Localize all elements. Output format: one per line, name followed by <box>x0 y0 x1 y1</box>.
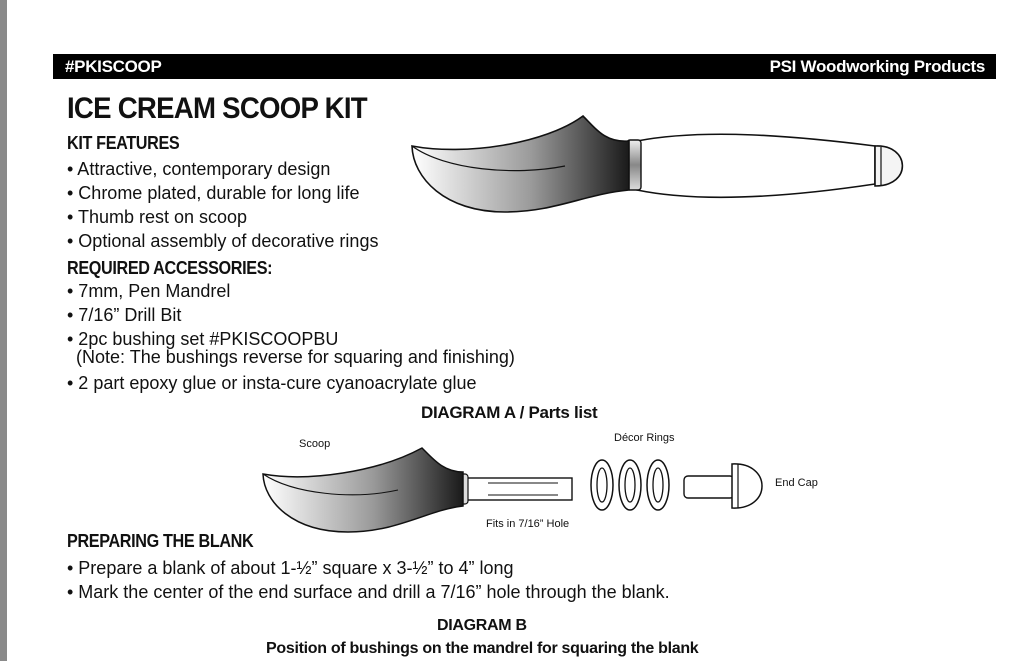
required-accessories-list-end: • 2 part epoxy glue or insta-cure cyanoa… <box>67 371 477 395</box>
left-edge-bar <box>0 0 7 661</box>
list-item: • 7mm, Pen Mandrel <box>67 281 231 301</box>
list-item: • Chrome plated, durable for long life <box>67 183 360 203</box>
diagram-a-decor-rings <box>590 459 670 511</box>
list-item: • 2pc bushing set #PKISCOOPBU <box>67 329 339 349</box>
list-item: • Optional assembly of decorative rings <box>67 231 379 251</box>
list-item: • 2 part epoxy glue or insta-cure cyanoa… <box>67 373 477 393</box>
required-accessories-heading: REQUIRED ACCESSORIES: <box>67 258 273 278</box>
kit-features-heading: KIT FEATURES <box>67 133 180 153</box>
list-item: • Attractive, contemporary design <box>67 159 331 179</box>
preparing-heading: PREPARING THE BLANK <box>67 531 254 551</box>
ice-cream-scoop-illustration <box>411 114 904 213</box>
preparing-list: • Prepare a blank of about 1-½” square x… <box>67 556 670 604</box>
list-item: • 7/16” Drill Bit <box>67 305 182 325</box>
required-accessories-list: • 7mm, Pen Mandrel • 7/16” Drill Bit • 2… <box>67 279 338 351</box>
list-item: • Mark the center of the end surface and… <box>67 582 670 602</box>
header-bar: #PKISCOOP PSI Woodworking Products <box>53 54 996 79</box>
page-title: ICE CREAM SCOOP KIT <box>67 92 368 125</box>
diagram-b-subtitle: Position of bushings on the mandrel for … <box>266 640 699 657</box>
scoop-label: Scoop <box>299 438 331 450</box>
end-cap-label: End Cap <box>775 477 818 489</box>
list-item: • Prepare a blank of about 1-½” square x… <box>67 558 514 578</box>
diagram-b-title: DIAGRAM B <box>437 617 527 634</box>
bushing-note: (Note: The bushings reverse for squaring… <box>76 347 515 367</box>
list-item: • Thumb rest on scoop <box>67 207 248 227</box>
diagram-a-end-cap <box>683 463 763 509</box>
product-code: #PKISCOOP <box>65 57 162 76</box>
decor-rings-label: Décor Rings <box>614 432 675 444</box>
brand-name: PSI Woodworking Products <box>769 57 986 76</box>
fits-in-label: Fits in 7/16” Hole <box>486 518 570 530</box>
kit-features-list: • Attractive, contemporary design • Chro… <box>67 157 378 253</box>
diagram-a-scoop-part <box>262 447 573 533</box>
diagram-a-title: DIAGRAM A / Parts list <box>421 403 598 422</box>
